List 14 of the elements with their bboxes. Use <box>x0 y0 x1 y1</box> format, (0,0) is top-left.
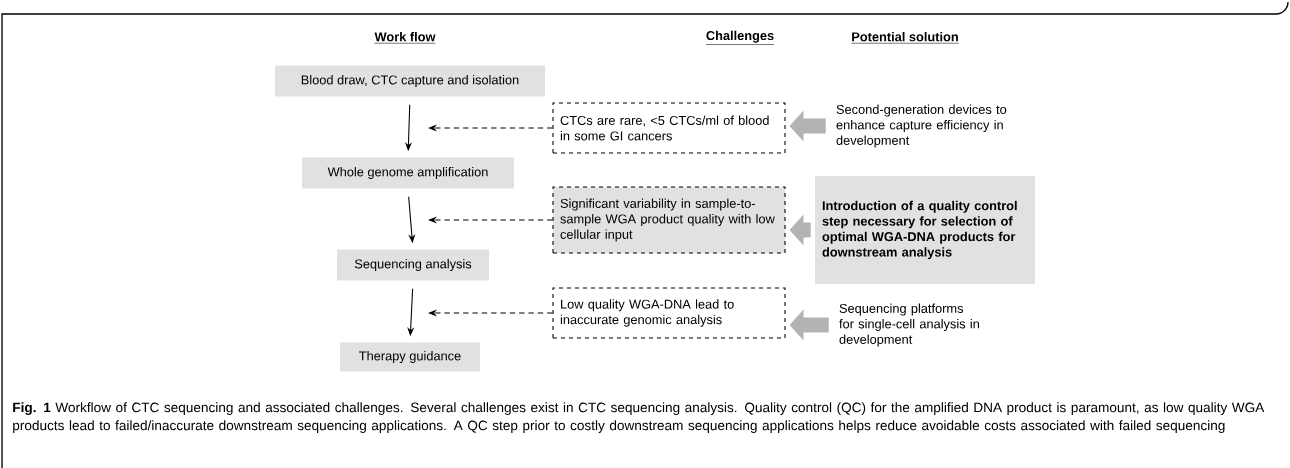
challenge-box: Significant variability in sample-to-sample WGA product quality with low cellular input <box>552 186 786 254</box>
process-box: Therapy guidance <box>340 342 480 372</box>
column-heading: Work flow <box>374 32 436 44</box>
solution-box: Introduction of a quality control step necessary for selection of optimal WGA-DNA products for downstream analysis <box>815 176 1035 284</box>
challenge-box: CTCs are rare, <5 CTCs/ml of blood in some GI cancers <box>552 102 786 154</box>
figure-caption: Fig. 1 Workflow of CTC sequencing and associated challenges. Several challenges exist in CTC sequencing analysis. Quality control (QC) for the amplified DNA product is paramount, as low quality WGA products lead to failed/inaccurate downstream sequencing applications. A QC step prior to costly downstream sequencing applications helps reduce avoidable costs associated with failed sequencing <box>13 402 1265 433</box>
process-box: Sequencing analysis <box>337 249 489 281</box>
challenge-box: Low quality WGA-DNA lead to inaccurate genomic analysis <box>552 287 786 339</box>
solution-text: Sequencing platforms for single-cell analysis in development <box>839 303 979 347</box>
process-box: Whole genome amplification <box>302 157 514 189</box>
solution-text: Second-generation devices to enhance capture efficiency in development <box>836 104 1007 148</box>
column-heading: Potential solution <box>851 32 959 44</box>
column-heading: Challenges <box>705 30 775 45</box>
process-box: Blood draw, CTC capture and isolation <box>275 65 545 97</box>
